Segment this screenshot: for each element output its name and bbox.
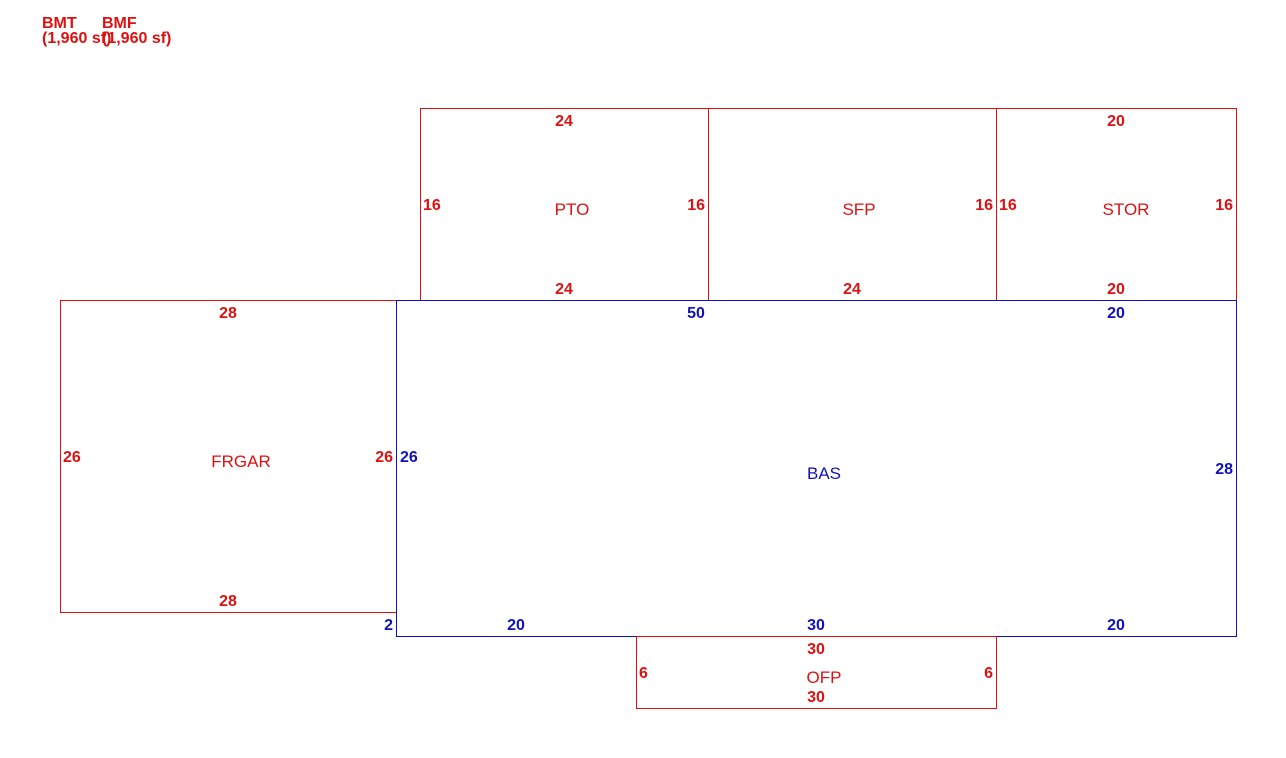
- bas-step-dim: 2: [384, 617, 393, 634]
- stor-top-dim: 20: [1107, 113, 1125, 130]
- bas-left-dim: 26: [400, 449, 418, 466]
- frgar-bottom-dim: 28: [219, 593, 237, 610]
- stor-bottom-dim: 20: [1107, 281, 1125, 298]
- pto-area: PTO 24 24 16 16: [420, 108, 709, 301]
- ofp-top-dim: 30: [807, 641, 825, 658]
- bas-bottom-right-dim: 20: [1107, 617, 1125, 634]
- ofp-area: OFP 30 30 6 6: [636, 636, 997, 709]
- header-legend: BMT (1,960 sf) BMF (1,960 sf): [42, 15, 171, 47]
- ofp-left-dim: 6: [639, 665, 648, 682]
- frgar-left-dim: 26: [63, 449, 81, 466]
- ofp-bottom-dim: 30: [807, 689, 825, 706]
- sfp-right-dim: 16: [975, 197, 993, 214]
- ofp-right-dim: 6: [984, 665, 993, 682]
- bmf-code: BMF: [102, 15, 137, 32]
- sfp-area: SFP 24 16: [708, 108, 997, 301]
- frgar-label: FRGAR: [211, 452, 271, 471]
- stor-left-dim: 16: [999, 197, 1017, 214]
- bas-area: BAS 50 20 26 28 20 30 20 2: [384, 300, 1237, 637]
- bas-right-dim: 28: [1215, 461, 1233, 478]
- pto-left-dim: 16: [423, 197, 441, 214]
- pto-bottom-dim: 24: [555, 281, 573, 298]
- frgar-right-dim: 26: [375, 449, 393, 466]
- bas-label: BAS: [807, 464, 841, 483]
- stor-area: STOR 20 20 16 16: [996, 108, 1237, 301]
- sfp-label: SFP: [842, 200, 875, 219]
- stor-label: STOR: [1103, 200, 1150, 219]
- bas-top-right-dim: 20: [1107, 305, 1125, 322]
- bmt-code: BMT: [42, 15, 77, 32]
- bmt-area: (1,960 sf): [42, 30, 111, 47]
- sfp-bottom-dim: 24: [843, 281, 861, 298]
- frgar-top-dim: 28: [219, 305, 237, 322]
- bas-bottom-mid-dim: 30: [807, 617, 825, 634]
- frgar-area: FRGAR 28 28 26 26: [60, 300, 397, 613]
- ofp-outline: [636, 636, 997, 709]
- bmf-area: (1,960 sf): [102, 30, 171, 47]
- ofp-label: OFP: [807, 668, 842, 687]
- bas-top-left-dim: 50: [687, 305, 705, 322]
- pto-right-dim: 16: [687, 197, 705, 214]
- pto-label: PTO: [555, 200, 590, 219]
- pto-top-dim: 24: [555, 113, 573, 130]
- bas-bottom-left-dim: 20: [507, 617, 525, 634]
- stor-right-dim: 16: [1215, 197, 1233, 214]
